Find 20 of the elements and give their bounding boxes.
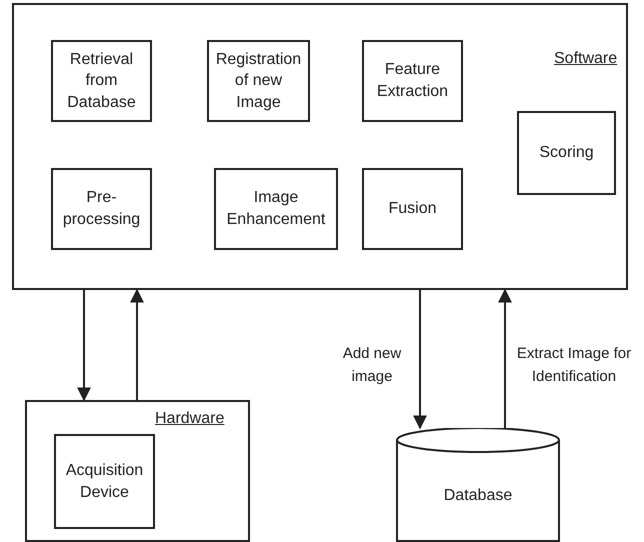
process-box: Registration of new Image xyxy=(207,40,310,122)
edge-label: Extract Image for Identification xyxy=(516,344,632,386)
group-heading: Hardware xyxy=(155,410,224,428)
arrow xyxy=(77,290,91,402)
process-box: Fusion xyxy=(362,168,463,250)
process-box: Pre-processing xyxy=(51,168,152,250)
group-box xyxy=(25,400,250,542)
group-box xyxy=(12,3,628,290)
process-box: Acquisition Device xyxy=(54,434,155,529)
arrow xyxy=(130,288,144,400)
node-label: Database xyxy=(444,487,512,505)
process-box: Scoring xyxy=(517,111,616,195)
edge-label: Add new image xyxy=(342,344,402,386)
group-heading: Software xyxy=(554,50,618,68)
database-cylinder xyxy=(396,428,560,542)
process-box: Retrieval from Database xyxy=(51,40,152,122)
process-box: Feature Extraction xyxy=(362,40,463,122)
arrow xyxy=(413,290,427,430)
arrow xyxy=(498,288,512,428)
process-box: Image Enhancement xyxy=(214,168,338,250)
